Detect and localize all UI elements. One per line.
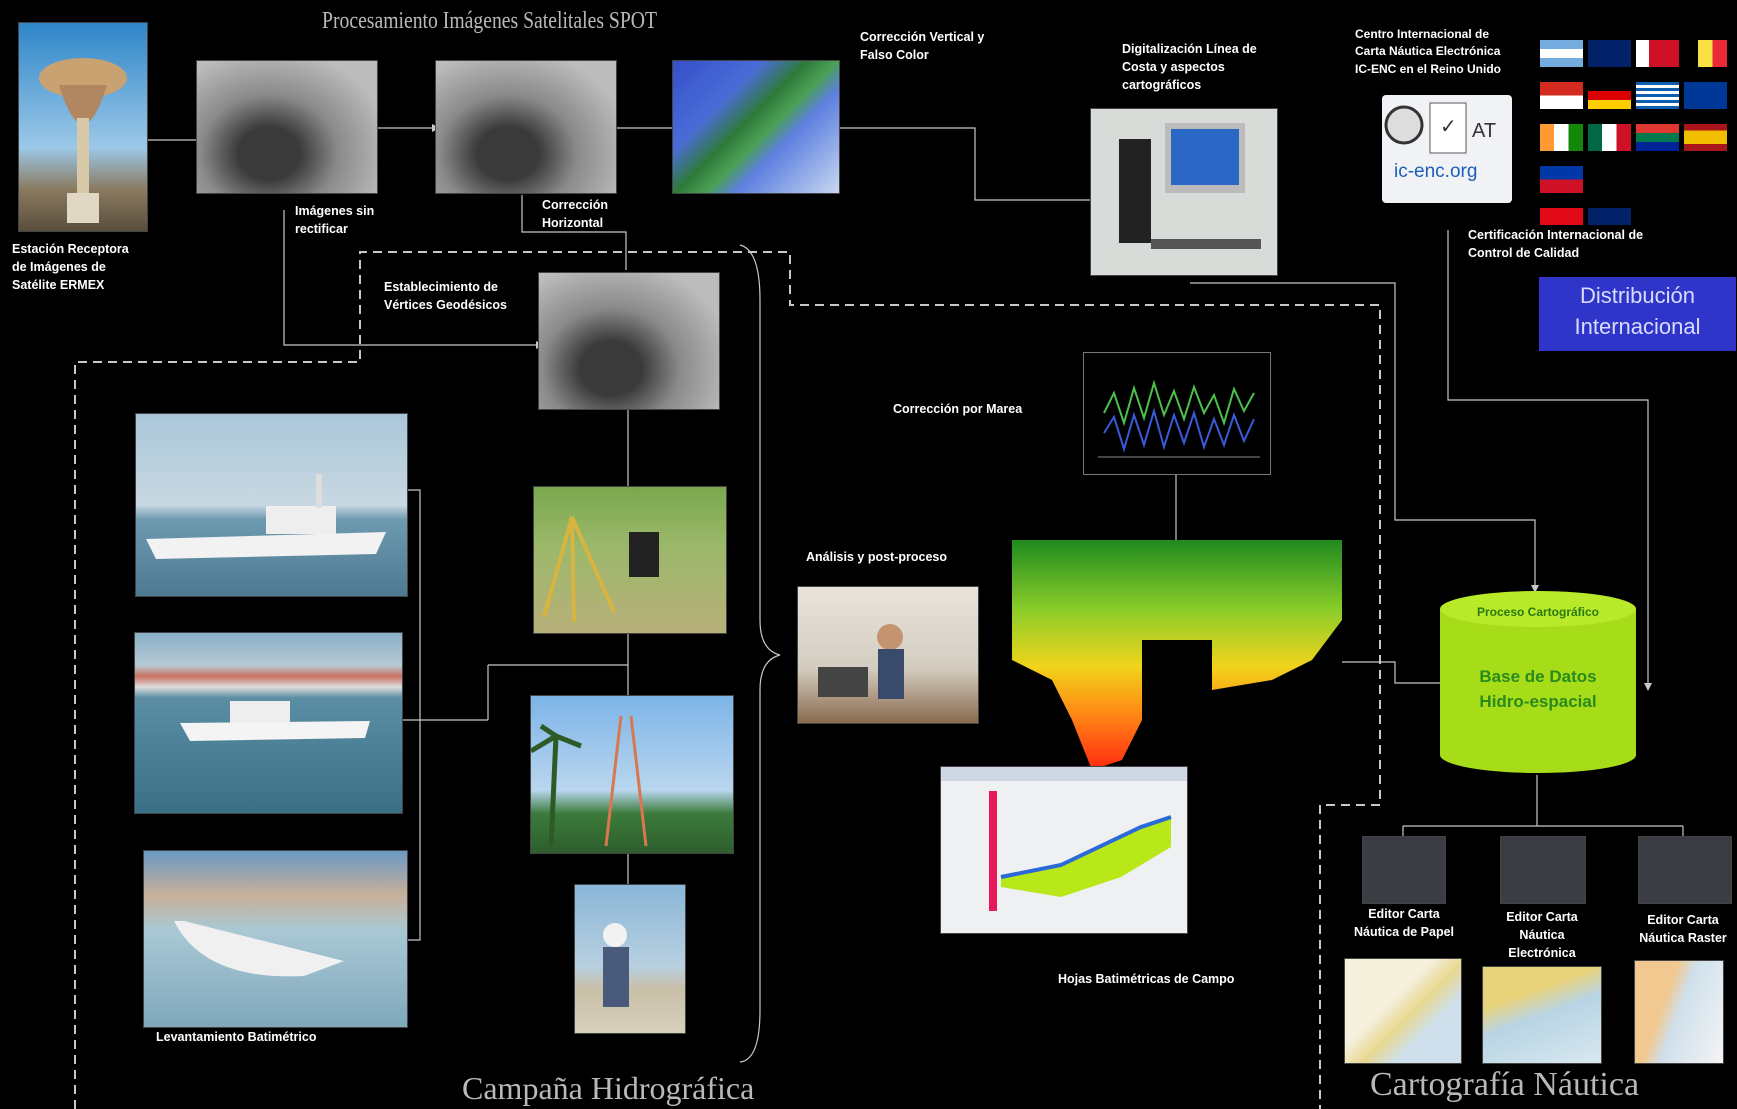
bathymetric-field-sheet-screenshot [940,766,1188,934]
label-certificacion: Certificación Internacional de Control d… [1468,228,1644,261]
editor-electronic-photo [1500,836,1586,904]
label-editor-raster: Editor Carta Náutica Raster [1639,913,1727,946]
section-title-campana: Campaña Hidrográfica [462,1070,755,1106]
satellite-image-false-color [672,60,840,194]
label-analisis-post-proceso: Análisis y post-proceso [806,550,948,564]
label-proceso-cartografico: Proceso Cartográfico [1476,605,1600,619]
nautical-chart-paper [1344,958,1462,1064]
satellite-image-horizontal [435,60,617,194]
flags-grid [1540,40,1737,225]
label-correccion-marea: Corrección por Marea [893,402,1023,416]
svg-text:AT: AT [1472,120,1496,142]
bathymetry-heatmap [1012,540,1342,786]
distribucion-internacional-box: Distribución Internacional [1539,277,1736,351]
tripod-survey-photo [533,486,727,634]
satellite-image-unrectified [196,60,378,194]
digitization-workstation-photo [1090,108,1278,276]
satellite-station-photo [18,22,148,232]
tower-palm-photo [530,695,734,854]
gps-surveyor-photo [574,884,686,1034]
tide-graph [1083,352,1271,475]
satellite-image-vertices [538,272,720,410]
ic-enc-logo-text: ic-enc.org [1394,161,1478,182]
label-centro-internacional: Centro Internacional de Carta Náutica El… [1355,27,1502,76]
label-correccion-vertical: Corrección Vertical y Falso Color [860,30,985,63]
label-hojas-batimetricas: Hojas Batimétricas de Campo [1058,972,1235,986]
label-correccion-horizontal: Corrección Horizontal [542,198,608,231]
label-estacion-receptora: Estación Receptora de Imágenes de Satéli… [12,242,129,293]
survey-boat-photo-3 [143,850,408,1028]
label-editor-papel: Editor Carta Náutica de Papel [1353,907,1455,940]
ic-enc-logo: ✓ AT ic-enc.org [1382,95,1512,203]
editor-paper-photo [1362,836,1446,904]
database-cylinder: Proceso Cartográfico Base de Datos Hidro… [1440,591,1636,775]
page-title: Procesamiento Imágenes Satelitales SPOT [322,8,658,34]
label-vertices-geodesicos: Establecimiento de Vértices Geodésicos [384,280,507,313]
section-title-cartografia: Cartografía Náutica [1370,1066,1640,1103]
nautical-chart-raster [1634,960,1724,1064]
label-levantamiento-batimetrico: Levantamiento Batimétrico [156,1030,317,1044]
label-editor-electronica: Editor Carta Náutica Electrónica [1506,910,1578,961]
editor-raster-photo [1638,836,1732,904]
label-digitalizacion: Digitalización Línea de Costa y aspectos… [1122,42,1257,93]
survey-boat-photo-1 [135,413,408,597]
nautical-chart-electronic [1482,966,1602,1064]
svg-text:✓: ✓ [1440,116,1457,138]
analysis-office-photo [797,586,979,724]
label-imagenes-sin-rectificar: Imágenes sin rectificar [295,204,375,237]
label-base-datos: Base de Datos Hidro-espacial [1479,667,1597,711]
survey-boat-photo-2 [134,632,403,814]
